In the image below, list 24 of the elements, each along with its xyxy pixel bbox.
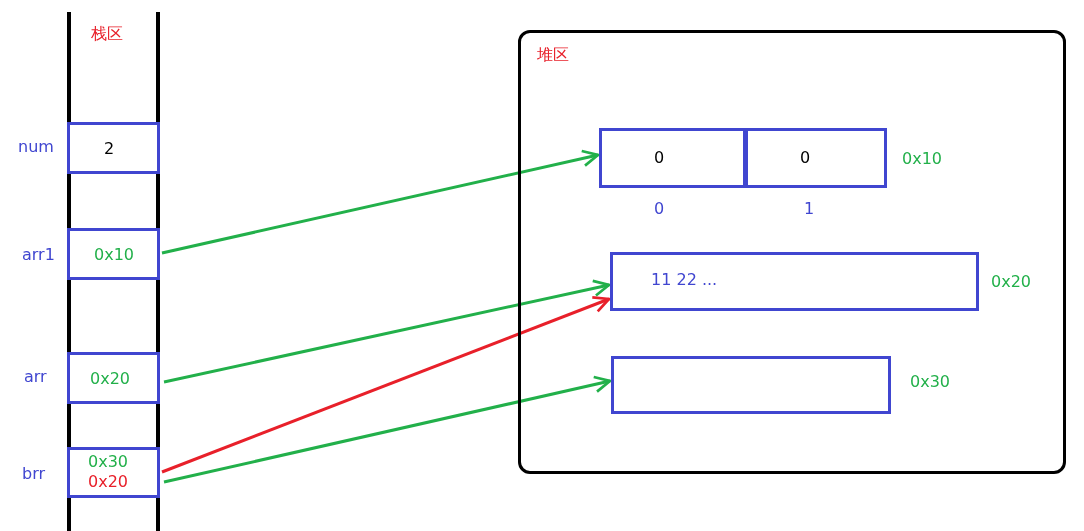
arrow [163,279,611,384]
address-label: 0x20 [991,272,1031,291]
arrow [161,149,600,255]
cell-value: 0 [800,148,811,167]
address-label: 0x10 [902,149,942,168]
cell-value: 0x20 [90,369,130,388]
arrow [163,375,612,484]
index-label: 1 [804,199,815,218]
cell-value: 0x20 [88,472,128,491]
address-label: 0x30 [910,372,950,391]
arrow [161,296,611,474]
cell-value: 0 [654,148,665,167]
region-title: 堆区 [537,45,569,66]
region-title: 栈区 [91,24,123,45]
cell-value: 11 22 ... [651,270,718,289]
variable-name: brr [22,464,46,483]
variable-name: num [18,137,54,156]
heap-region [518,30,1066,474]
variable-name: arr1 [22,245,55,264]
cell-value: 2 [104,139,115,158]
cell-value: 0x30 [88,452,128,471]
cell-value: 0x10 [94,245,134,264]
index-label: 0 [654,199,665,218]
variable-name: arr [24,367,47,386]
